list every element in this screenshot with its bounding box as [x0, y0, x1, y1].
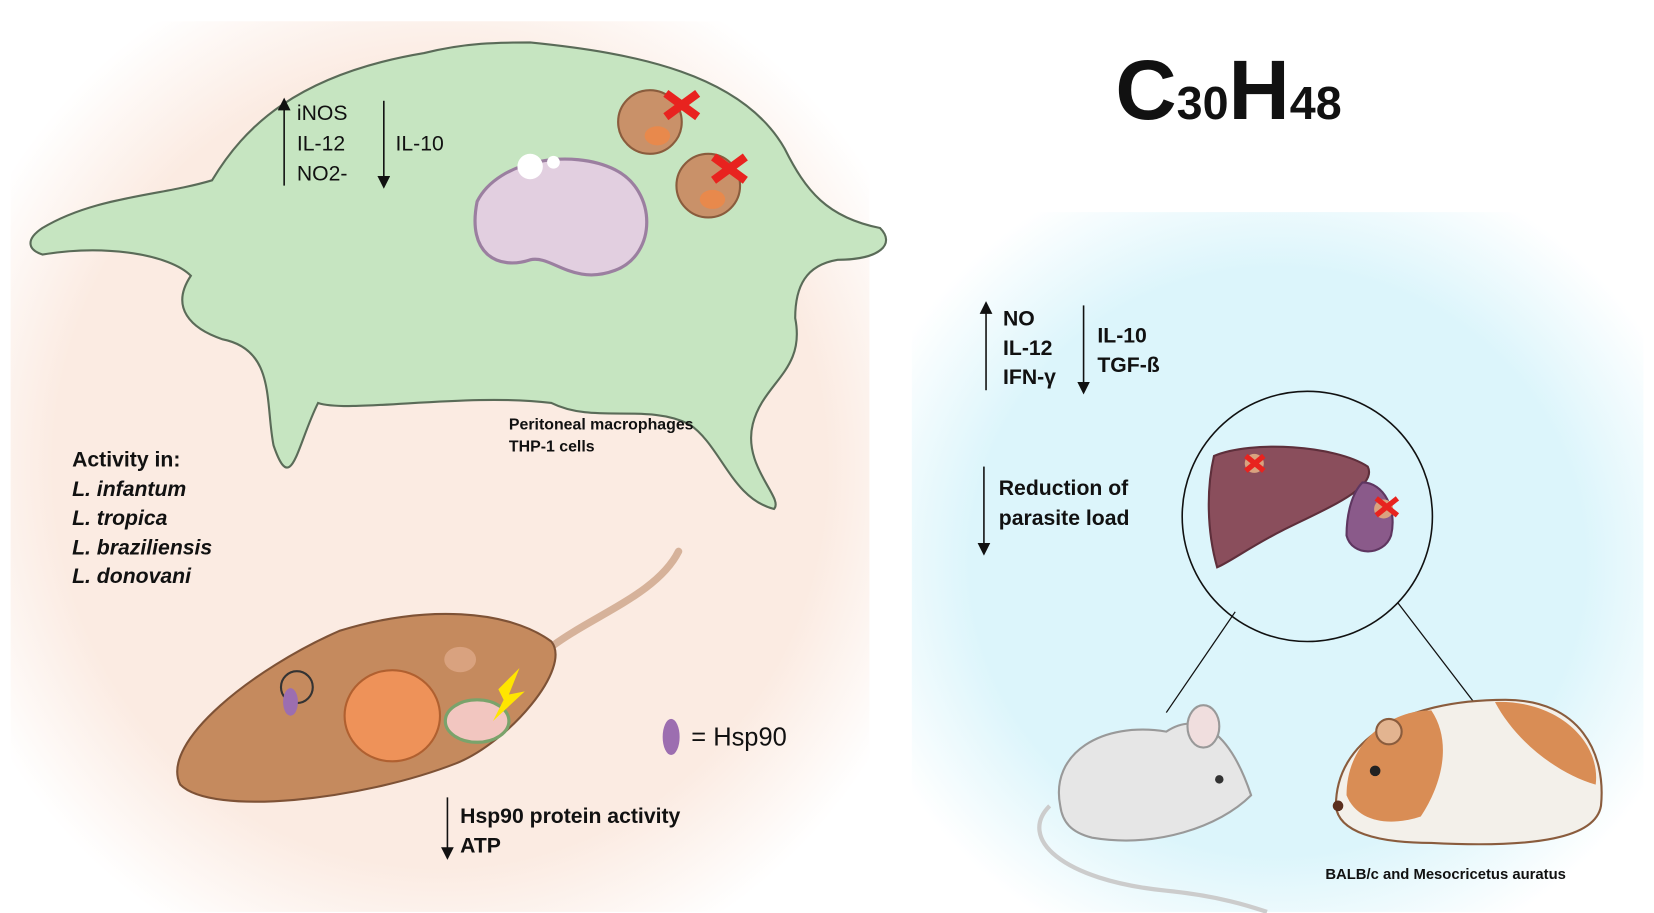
- leishmania-illustration: [176, 547, 683, 803]
- hsp90-legend: = Hsp90: [691, 723, 786, 751]
- up-marker: NO2-: [297, 162, 348, 185]
- up-marker: iNOS: [297, 102, 348, 125]
- species-item: L. donovani: [72, 565, 192, 588]
- species-item: L. tropica: [72, 507, 168, 530]
- down-marker: TGF-ß: [1097, 354, 1159, 377]
- reduction-text: Reduction of: [999, 477, 1129, 500]
- chemical-formula: C30H48: [1115, 42, 1341, 137]
- models-label: BALB/c and Mesocricetus auratus: [1325, 867, 1566, 883]
- liver-spleen-illustration: [1165, 390, 1475, 713]
- species-item: L. braziliensis: [72, 537, 212, 560]
- down-marker: Hsp90 protein activity: [460, 805, 680, 828]
- macrophage-illustration: [29, 41, 887, 511]
- down-marker: ATP: [460, 835, 501, 858]
- down-marker: IL-10: [1097, 325, 1146, 348]
- reduction-text: parasite load: [999, 507, 1130, 530]
- cell-label: THP-1 cells: [509, 439, 595, 456]
- up-marker: NO: [1003, 308, 1035, 331]
- cell-label: Peritoneal macrophages: [509, 416, 694, 433]
- species-item: L. infantum: [72, 478, 186, 501]
- up-marker: IL-12: [297, 133, 345, 156]
- hamster-illustration: [1332, 698, 1603, 846]
- up-marker: IFN-γ: [1003, 366, 1056, 389]
- up-marker: IL-12: [1003, 337, 1052, 360]
- activity-heading: Activity in:: [72, 449, 180, 472]
- svg-text:C30H48: C30H48: [1115, 42, 1341, 137]
- down-marker: IL-10: [395, 133, 443, 156]
- mouse-illustration: [1037, 704, 1268, 913]
- hsp90-icon: [662, 718, 680, 755]
